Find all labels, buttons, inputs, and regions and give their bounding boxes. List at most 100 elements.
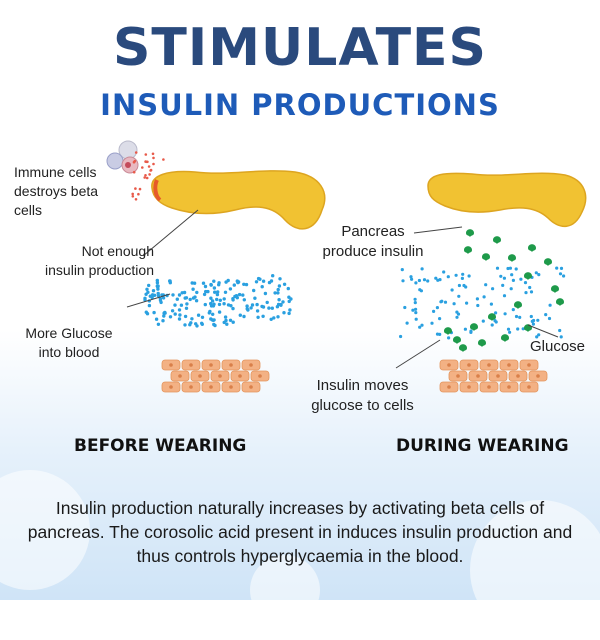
pancreas-label: Pancreas produce insulin	[322, 223, 424, 260]
particle	[193, 295, 197, 299]
particle	[502, 294, 507, 298]
particle	[277, 298, 281, 302]
particle	[438, 317, 442, 321]
particle	[188, 297, 192, 302]
particle	[144, 174, 147, 177]
particle	[490, 323, 494, 327]
particle	[143, 176, 146, 179]
particle	[417, 278, 421, 283]
pancreas-before	[151, 170, 326, 230]
particle	[209, 296, 213, 300]
particle	[255, 309, 260, 313]
particle	[455, 315, 459, 319]
particle	[411, 308, 415, 312]
body-cells-during	[439, 359, 548, 393]
cell-nucleus	[456, 374, 460, 378]
cell-nucleus	[467, 385, 471, 389]
particle	[151, 152, 155, 156]
glucose-cloud-before	[143, 274, 293, 328]
particle	[148, 173, 151, 176]
particle	[229, 304, 233, 308]
particle	[463, 327, 467, 331]
particle	[147, 283, 151, 288]
particle	[529, 290, 534, 294]
particle	[224, 280, 228, 284]
insulin-molecule	[501, 334, 509, 342]
particle	[156, 322, 161, 326]
particle	[173, 312, 177, 316]
insulin-molecule	[466, 229, 474, 237]
cell-nucleus	[487, 385, 491, 389]
particle	[244, 282, 249, 287]
particle	[287, 295, 291, 299]
particle	[156, 293, 161, 298]
particle	[213, 290, 217, 294]
particle	[158, 298, 163, 303]
particle	[258, 277, 262, 281]
cell-nucleus	[198, 374, 202, 378]
damage-mark	[153, 179, 162, 202]
particle	[137, 192, 140, 196]
particle	[261, 279, 266, 283]
particle	[217, 310, 222, 314]
page-title: STIMULATES	[112, 18, 488, 78]
cell-nucleus	[189, 385, 193, 389]
particle	[418, 288, 422, 292]
cell-nucleus	[467, 363, 471, 367]
cell-nucleus	[169, 363, 173, 367]
particle	[438, 278, 442, 282]
particle	[217, 283, 221, 287]
particle	[242, 282, 246, 286]
particle	[152, 156, 155, 160]
particle	[426, 279, 430, 283]
particle	[446, 275, 450, 279]
particle	[524, 291, 528, 295]
pancreas-during	[427, 172, 587, 227]
insulin-molecule	[551, 285, 559, 293]
particle	[456, 312, 461, 316]
particle	[271, 274, 275, 278]
particle	[535, 335, 539, 339]
particle	[464, 285, 468, 289]
leader-line	[142, 209, 199, 257]
glucose-label: Glucose	[530, 338, 586, 355]
particle	[238, 313, 242, 317]
glucose-cloud-during	[399, 266, 566, 340]
particle	[514, 267, 518, 271]
cell-nucleus	[229, 385, 233, 389]
particle	[156, 287, 160, 291]
particle	[518, 315, 522, 319]
particle	[168, 279, 172, 283]
particle	[414, 281, 418, 285]
cell-nucleus	[249, 385, 253, 389]
cell-nucleus	[507, 385, 511, 389]
particle	[422, 278, 427, 282]
insulin-molecule	[482, 253, 490, 261]
particle	[276, 291, 280, 295]
particle	[217, 302, 222, 307]
during-wearing-heading: DURING WEARING	[396, 436, 569, 456]
particle	[465, 301, 469, 305]
particle	[155, 281, 160, 285]
particle	[434, 276, 438, 280]
particle	[443, 300, 448, 304]
cell-nucleus	[209, 363, 213, 367]
particle	[401, 279, 405, 283]
particle	[178, 313, 182, 317]
particle	[511, 278, 515, 282]
particle	[143, 296, 147, 300]
particle	[218, 298, 222, 302]
particle	[242, 298, 246, 302]
particle	[558, 328, 562, 333]
particle	[491, 287, 495, 291]
particle	[277, 284, 282, 288]
particle	[420, 267, 424, 271]
particle	[250, 303, 255, 307]
particle	[499, 274, 503, 278]
particle	[192, 281, 197, 285]
particle	[414, 317, 418, 321]
insulin-molecule	[459, 344, 467, 352]
particle	[195, 290, 199, 295]
particle	[484, 283, 488, 287]
particle	[506, 327, 511, 331]
